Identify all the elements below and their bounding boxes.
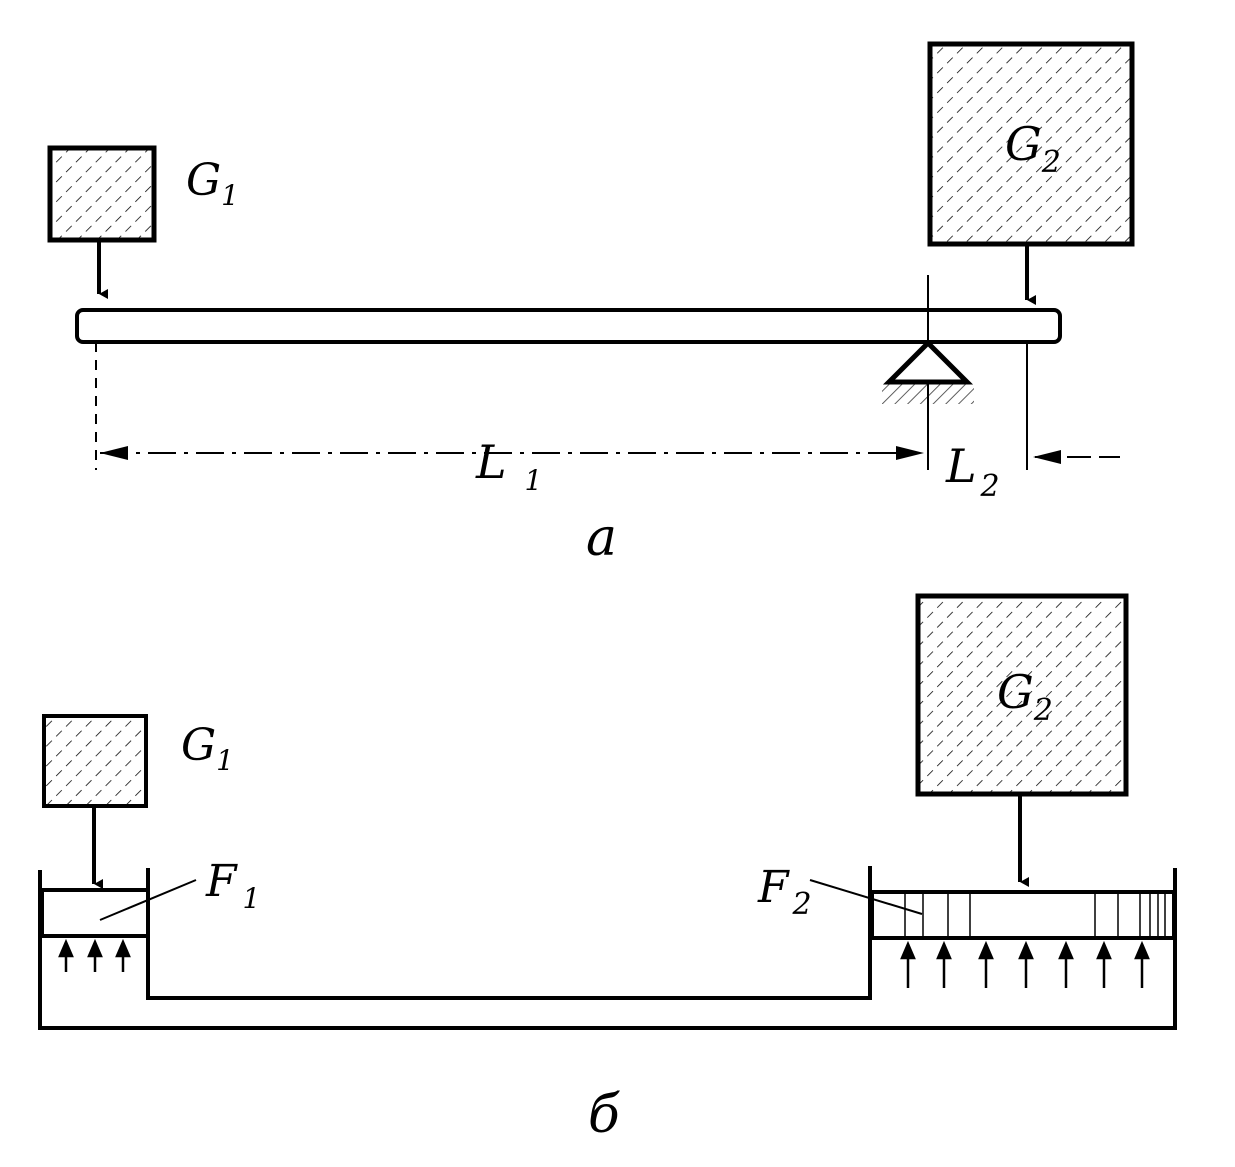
large-piston-texture	[904, 894, 1166, 936]
weight-g1-box	[47, 145, 157, 243]
fulcrum-support-icon	[882, 339, 974, 385]
weight-g2-box	[927, 41, 1135, 247]
small-piston	[40, 888, 150, 938]
weight-g1-label: G1	[186, 155, 239, 212]
f1-leader-line	[99, 879, 197, 921]
figure-b-hydraulic-press: G1 G2	[38, 593, 1177, 1145]
l1-arrow-right	[896, 446, 924, 460]
large-piston	[870, 890, 1176, 940]
lever-beam	[75, 308, 1062, 344]
l1-arrow-left	[100, 446, 128, 460]
l2-arrow	[1033, 450, 1061, 464]
figure-a-caption: a	[586, 508, 617, 568]
weight-g2-label: G2	[997, 665, 1053, 728]
large-piston-pressure-arrows	[900, 940, 1150, 988]
fulcrum-ground-hatch	[882, 384, 974, 404]
small-piston-pressure-arrows	[58, 938, 131, 972]
figure-b-caption: б	[588, 1085, 620, 1145]
weight-g1-label: G1	[181, 720, 234, 777]
weight-g2-box	[915, 593, 1129, 797]
weight-g1-box	[42, 714, 148, 808]
weight-g2-label: G2	[1005, 117, 1061, 180]
f2-leader-line	[809, 879, 923, 915]
